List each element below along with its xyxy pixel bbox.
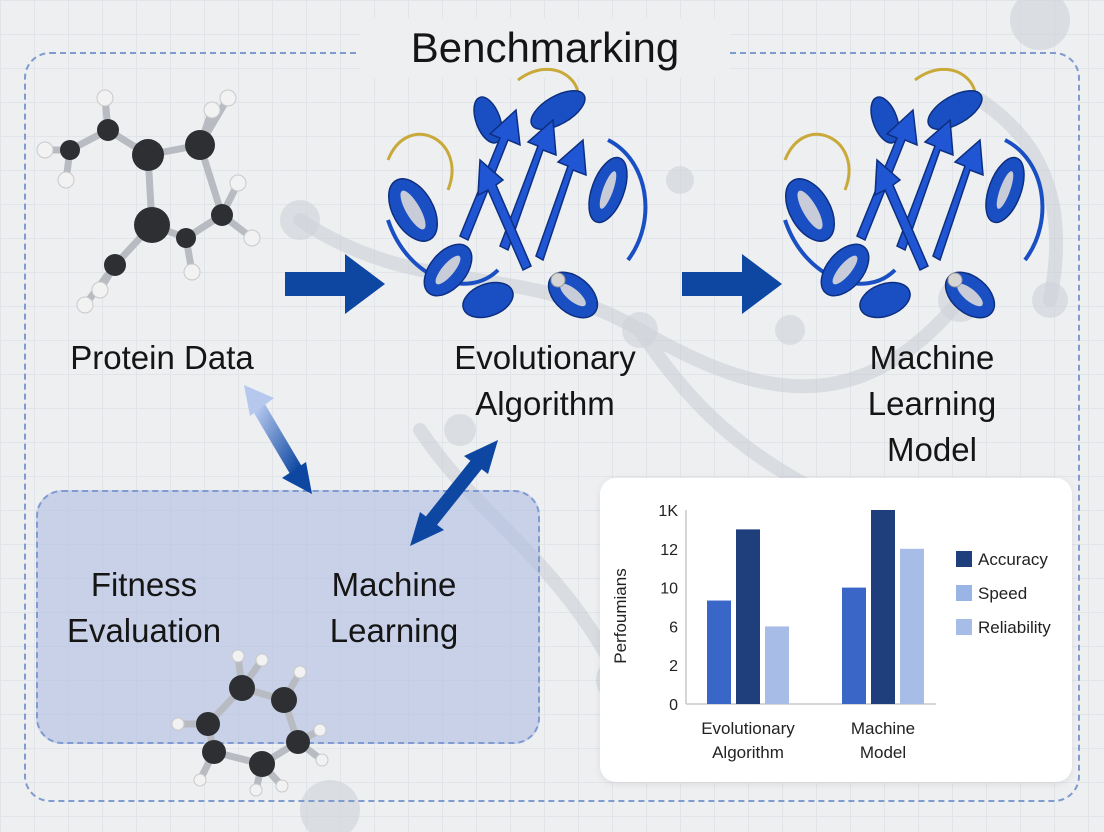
chart-category-label: Evolutionary bbox=[701, 719, 795, 738]
chart-y-tick-label: 2 bbox=[669, 658, 678, 675]
legend-label: Speed bbox=[978, 584, 1027, 603]
evolutionary-line-2: Algorithm bbox=[475, 385, 615, 422]
machine-learning-line-1: Machine bbox=[331, 566, 457, 603]
node-fitness-evaluation: Fitness Evaluation bbox=[44, 562, 244, 654]
chart-y-tick-label: 10 bbox=[660, 581, 678, 598]
protein-data-label: Protein Data bbox=[70, 339, 254, 376]
ml-model-line-2: Learning bbox=[867, 385, 997, 422]
chart-bar-reliability bbox=[765, 626, 789, 704]
legend-swatch bbox=[956, 551, 972, 567]
node-protein-data: Protein Data bbox=[40, 335, 284, 381]
chart-y-tick-label: 6 bbox=[669, 619, 678, 636]
legend-label: Reliability bbox=[978, 618, 1051, 637]
chart-y-tick-label: 0 bbox=[669, 697, 678, 714]
diagram-title: Benchmarking bbox=[360, 18, 730, 78]
legend-swatch bbox=[956, 619, 972, 635]
fitness-line-1: Fitness bbox=[90, 566, 198, 603]
ml-model-line-3: Model bbox=[887, 431, 977, 468]
legend-label: Accuracy bbox=[978, 550, 1048, 569]
ml-model-line-1: Machine bbox=[869, 339, 995, 376]
chart-bar-reliability bbox=[900, 548, 924, 704]
legend-swatch bbox=[956, 585, 972, 601]
chart-y-tick-label: 1K bbox=[658, 503, 678, 520]
chart-y-axis-label: Perfoumians bbox=[611, 568, 630, 663]
node-machine-learning: Machine Learning bbox=[296, 562, 492, 654]
chart-bar-accuracy bbox=[842, 587, 866, 704]
node-machine-learning-model: Machine Learning Model bbox=[820, 335, 1044, 473]
chart-category-label: Model bbox=[860, 743, 906, 762]
chart-bar-accuracy bbox=[707, 600, 731, 704]
chart-category-label: Machine bbox=[851, 719, 915, 738]
chart-y-tick-label: 12 bbox=[660, 542, 678, 559]
machine-learning-line-2: Learning bbox=[329, 612, 459, 649]
node-evolutionary-algorithm: Evolutionary Algorithm bbox=[420, 335, 670, 427]
chart-category-label: Algorithm bbox=[712, 743, 784, 762]
evolutionary-line-1: Evolutionary bbox=[454, 339, 636, 376]
fitness-line-2: Evaluation bbox=[66, 612, 222, 649]
chart-bar-speed bbox=[736, 529, 760, 704]
chart-bar-speed bbox=[871, 510, 895, 704]
